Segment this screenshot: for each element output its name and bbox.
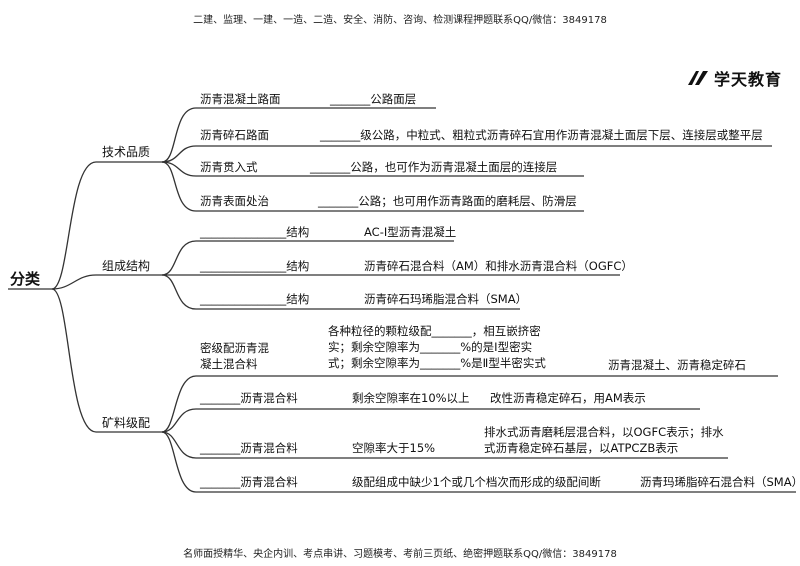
grading-item-example: 排水式沥青磨耗层混合料，以OGFC表示；排水 式沥青稳定碎石基层，以ATPCZB… <box>484 424 724 456</box>
grading-item-example: 沥青玛琋脂碎石混合料（SMA） <box>640 475 800 489</box>
structure-item-name: _______________结构 <box>200 225 310 239</box>
grading-item-example: 改性沥青稳定碎石，用AM表示 <box>490 391 646 405</box>
structure-item-name: _______________结构 <box>200 259 310 273</box>
grading-item-name: _______沥青混合料 <box>200 475 298 489</box>
structure-item-desc: AC-I型沥青混凝土 <box>364 225 457 239</box>
grading-item-desc-line: 实；剩余空隙率为_______%的是Ⅰ型密实 <box>328 340 533 354</box>
grading-item-desc: 空隙率大于15% <box>352 441 436 455</box>
grading-item-example: 沥青混凝土、沥青稳定碎石 <box>608 358 746 372</box>
grading-item-name-line: 凝土混合料 <box>200 357 258 371</box>
grading-item-desc: 各种粒径的颗粒级配_______，相互嵌挤密 实；剩余空隙率为_______%的… <box>328 323 546 371</box>
structure-item-desc: 沥青碎石玛琋脂混合料（SMA） <box>364 292 528 306</box>
grading-item-desc-line: 各种粒径的颗粒级配_______，相互嵌挤密 <box>328 324 541 338</box>
grading-item-desc: 剩余空隙率在10%以上 <box>352 391 470 405</box>
grading-item-name: 密级配沥青混 凝土混合料 <box>200 340 269 372</box>
logo-icon <box>687 71 708 85</box>
grading-item-example-line: 式沥青稳定碎石基层，以ATPCZB表示 <box>484 441 679 455</box>
tech-item-desc: _______级公路，中粒式、粗粒式沥青碎石宜用作沥青混凝土面层下层、连接层或整… <box>320 128 763 142</box>
grading-item-example-line: 排水式沥青磨耗层混合料，以OGFC表示；排水 <box>484 425 724 439</box>
grading-item-name-line: 密级配沥青混 <box>200 341 269 355</box>
tech-item-desc: _______公路面层 <box>330 92 417 106</box>
grading-item-name: _______沥青混合料 <box>200 441 298 455</box>
category-tech-quality: 技术品质 <box>102 145 151 159</box>
category-aggregate-grading: 矿料级配 <box>102 416 151 430</box>
grading-item-desc: 级配组成中缺少1个或几个档次而形成的级配间断 <box>352 475 601 489</box>
tech-item-name: 沥青碎石路面 <box>200 128 269 142</box>
tech-item-name: 沥青表面处治 <box>200 194 269 208</box>
grading-item-name: _______沥青混合料 <box>200 391 298 405</box>
tech-item-desc: _______公路，也可作为沥青混凝土面层的连接层 <box>310 160 558 174</box>
tech-item-name: 沥青贯入式 <box>200 160 258 174</box>
footer-text: 名师面授精华、央企内训、考点串讲、习题模考、考前三页纸、绝密押题联系QQ/微信：… <box>183 549 617 560</box>
tech-item-desc: _______公路；也可用作沥青路面的磨耗层、防滑层 <box>318 194 577 208</box>
structure-item-desc: 沥青碎石混合料（AM）和排水沥青混合料（OGFC） <box>364 259 633 273</box>
logo-text: 学天教育 <box>713 70 782 89</box>
category-composition-structure: 组成结构 <box>102 259 151 273</box>
header-text: 二建、监理、一建、一造、二造、安全、消防、咨询、检测课程押题联系QQ/微信：38… <box>193 15 607 26</box>
tech-item-name: 沥青混凝土路面 <box>200 92 281 106</box>
grading-item-desc-line: 式；剩余空隙率为_______%是Ⅱ型半密实式 <box>328 356 546 370</box>
root-node-label: 分类 <box>10 270 41 288</box>
brand-logo: 学天教育 <box>686 66 782 90</box>
structure-item-name: _______________结构 <box>200 292 310 306</box>
